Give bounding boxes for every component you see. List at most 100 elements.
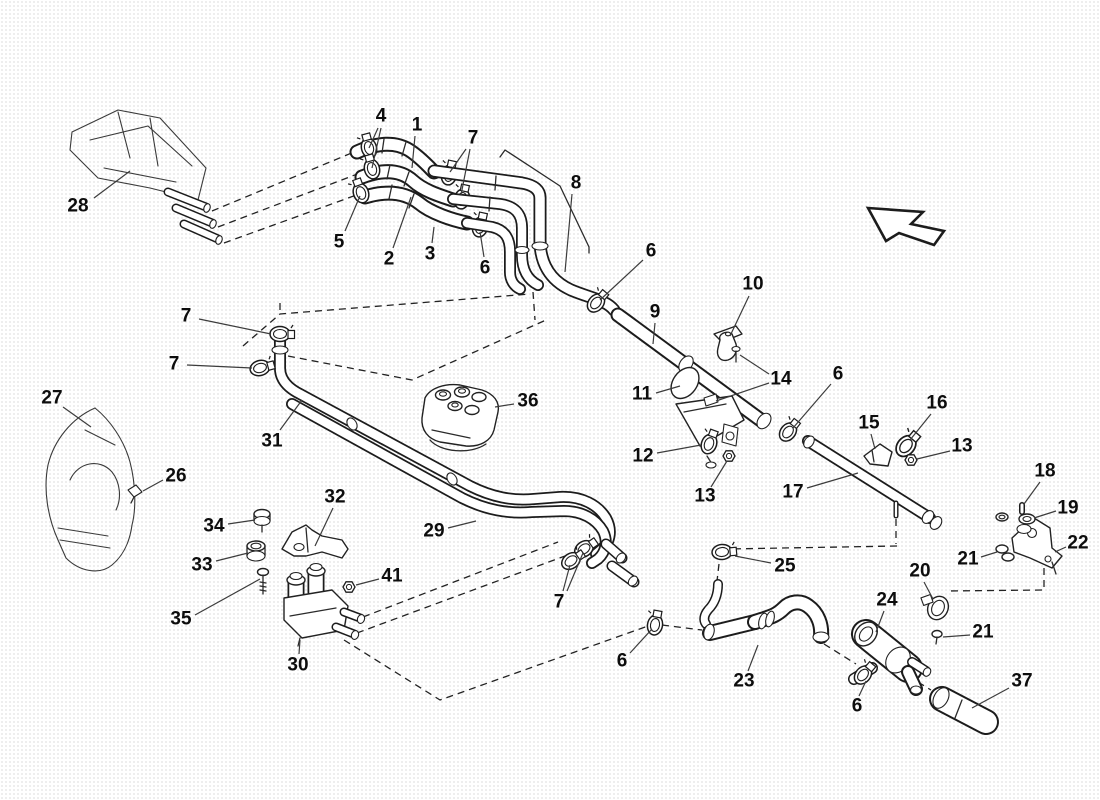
callout-label-6-7: 6 [833,364,844,385]
leader-line-7 [460,148,471,196]
callout-label-27-35: 27 [41,388,62,409]
callout-label-37-45: 37 [1011,671,1032,692]
sleeve-37 [929,686,999,735]
leader-line-41 [355,578,380,586]
callout-label-7-11: 7 [181,306,192,327]
callout-label-6-8: 6 [617,651,628,672]
callout-label-36-44: 36 [517,391,538,412]
leader-line-16 [909,413,932,441]
leader-line-1 [411,135,416,169]
leader-line-21 [980,551,998,558]
leader-line-30 [298,639,301,655]
clamp-icon [247,354,277,379]
leader-line-4 [371,127,382,169]
callout-label-6-9: 6 [852,696,863,717]
clamp-20 [920,593,950,621]
callout-label-41-46: 41 [381,566,403,587]
leader-line-6 [599,259,644,301]
leader-line-4 [368,127,379,149]
callout-label-28-36: 28 [67,196,88,217]
leader-line-36 [494,403,515,408]
screw-21 [931,629,943,645]
construction-lines [211,151,1045,701]
callout-label-1-0: 1 [412,115,423,136]
callout-label-12-18: 12 [632,446,653,467]
callout-label-35-43: 35 [170,609,192,630]
nut-icon [722,450,736,462]
chassis-bracket-28 [69,109,223,245]
callout-label-14-21: 14 [770,369,792,390]
callout-label-19-26: 19 [1057,498,1078,519]
leader-line-27 [62,406,92,428]
callout-label-34-42: 34 [203,516,225,537]
leader-line-3 [431,226,435,244]
callout-label-3-2: 3 [425,244,436,265]
leader-line-7 [186,364,253,369]
leader-line-33 [215,552,249,562]
leader-line-32 [314,507,334,547]
leader-line-37 [971,687,1010,709]
callout-label-8-14: 8 [571,173,582,194]
callout-label-33-41: 33 [191,555,212,576]
leader-line-7 [449,148,467,173]
callout-label-6-5: 6 [480,258,491,279]
callout-label-22-30: 22 [1067,533,1088,554]
callout-label-7-10: 7 [468,128,479,149]
leader-line-5 [344,195,361,232]
leader-line-15 [870,433,876,450]
leader-line-13 [916,450,951,460]
leader-line-28 [93,170,131,199]
callout-label-2-1: 2 [384,249,395,270]
callout-label-15-22: 15 [858,413,880,434]
leader-line-34 [227,519,256,525]
leader-line-11 [655,385,681,394]
leader-line-6 [792,383,832,429]
callout-label-5-4: 5 [334,232,345,253]
leader-line-18 [1023,481,1041,505]
pipe-9-assembly [610,307,804,469]
callout-label-21-28: 21 [957,549,979,570]
leader-line-6 [629,628,653,654]
clamp-icon [643,608,666,637]
leader-line-14 [739,354,770,375]
callout-label-31-39: 31 [261,431,283,452]
leader-line-7 [566,552,584,592]
clamp-icon [269,324,296,343]
leader-line-2 [392,196,412,249]
callout-label-29-37: 29 [423,521,444,542]
leader-line-14 [715,382,770,402]
clamp-icon [774,414,804,446]
callout-label-20-27: 20 [909,561,930,582]
bracket-22-assembly [920,502,1063,645]
leader-line-20 [923,581,934,600]
callout-label-4-3: 4 [376,106,387,127]
callout-label-23-31: 23 [733,671,754,692]
leader-line-6 [479,231,485,258]
callout-label-11-17: 11 [632,384,653,405]
callout-label-21-29: 21 [972,622,994,643]
leader-line-7 [198,318,272,335]
leader-line-17 [806,472,859,489]
leader-line-21 [942,634,971,638]
pump-24-assembly [848,619,999,735]
callout-label-25-33: 25 [774,556,796,577]
car-body-27 [45,407,143,572]
leader-line-13 [710,460,728,488]
leader-line-8 [564,193,573,273]
nut-icon [342,581,356,593]
sensor-26 [127,484,143,498]
formed-pipe-8 [499,149,590,254]
leader-line-25 [734,555,772,564]
valve-block-36 [421,383,500,452]
callout-label-13-20: 13 [951,436,972,457]
leader-line-29 [447,520,477,529]
pipe-17-assembly [802,425,943,530]
valve-assembly-30 [246,508,366,647]
callout-label-32-40: 32 [324,487,345,508]
callout-label-24-32: 24 [876,590,898,611]
callout-label-17-24: 17 [782,482,803,503]
twin-pipe-29-31 [247,324,640,588]
callout-label-9-15: 9 [650,302,661,323]
direction-arrow [865,206,947,247]
